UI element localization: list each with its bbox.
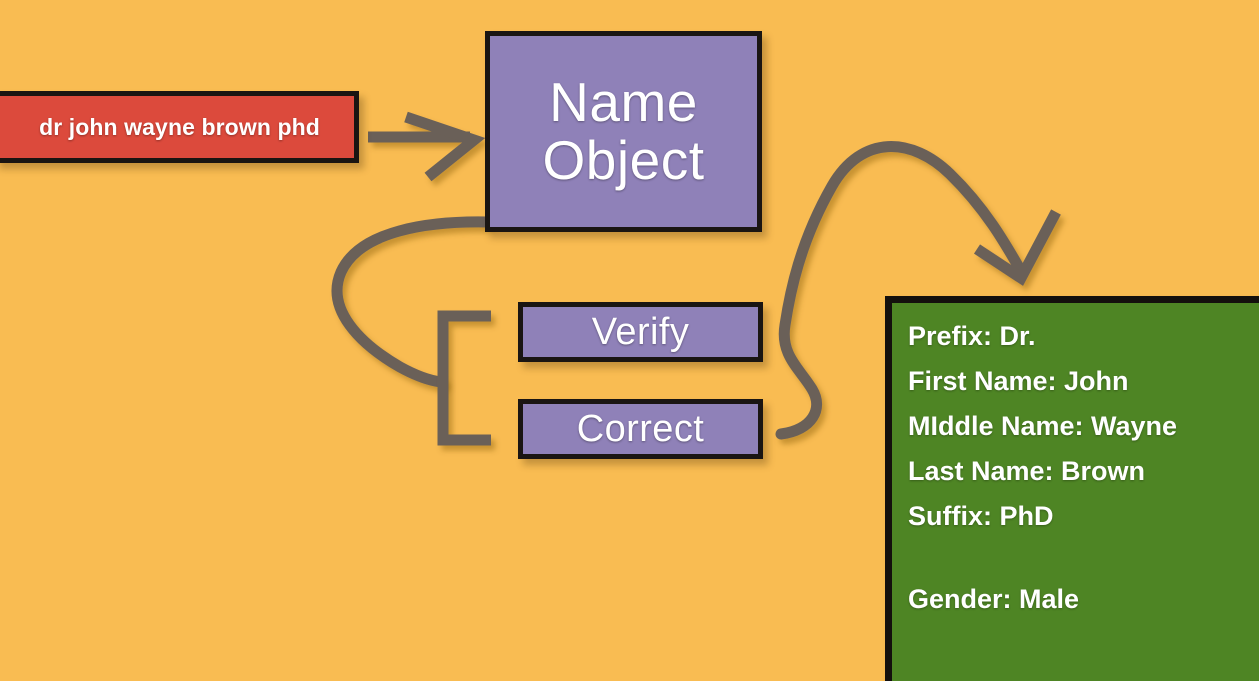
name-object-title-line1: Name [549, 71, 698, 134]
output-field-prefix: Prefix: Dr. [908, 321, 1036, 351]
input-name-string-label: dr john wayne brown phd [39, 113, 320, 140]
output-field-last-name: Last Name: Brown [908, 456, 1146, 486]
output-field-suffix: Suffix: PhD [908, 501, 1054, 531]
correct-label: Correct [576, 407, 705, 450]
verify-label: Verify [591, 310, 690, 353]
input-name-string-box: dr john wayne brown phd [0, 91, 359, 163]
name-object-title-line2: Object [542, 128, 705, 191]
correct-box: Correct [518, 399, 763, 459]
name-object-box: Name Object [485, 31, 762, 232]
verify-box: Verify [518, 302, 763, 362]
parsed-name-output-box: Prefix: Dr. First Name: John MIddle Name… [885, 296, 1259, 681]
output-field-first-name: First Name: John [908, 366, 1129, 396]
bracket-actions-group [437, 310, 491, 446]
output-field-gender: Gender: Male [908, 584, 1080, 614]
arrow-input-to-name-object [368, 111, 486, 182]
output-field-middle-name: MIddle Name: Wayne [908, 411, 1178, 441]
curve-name-object-to-actions [331, 216, 493, 388]
